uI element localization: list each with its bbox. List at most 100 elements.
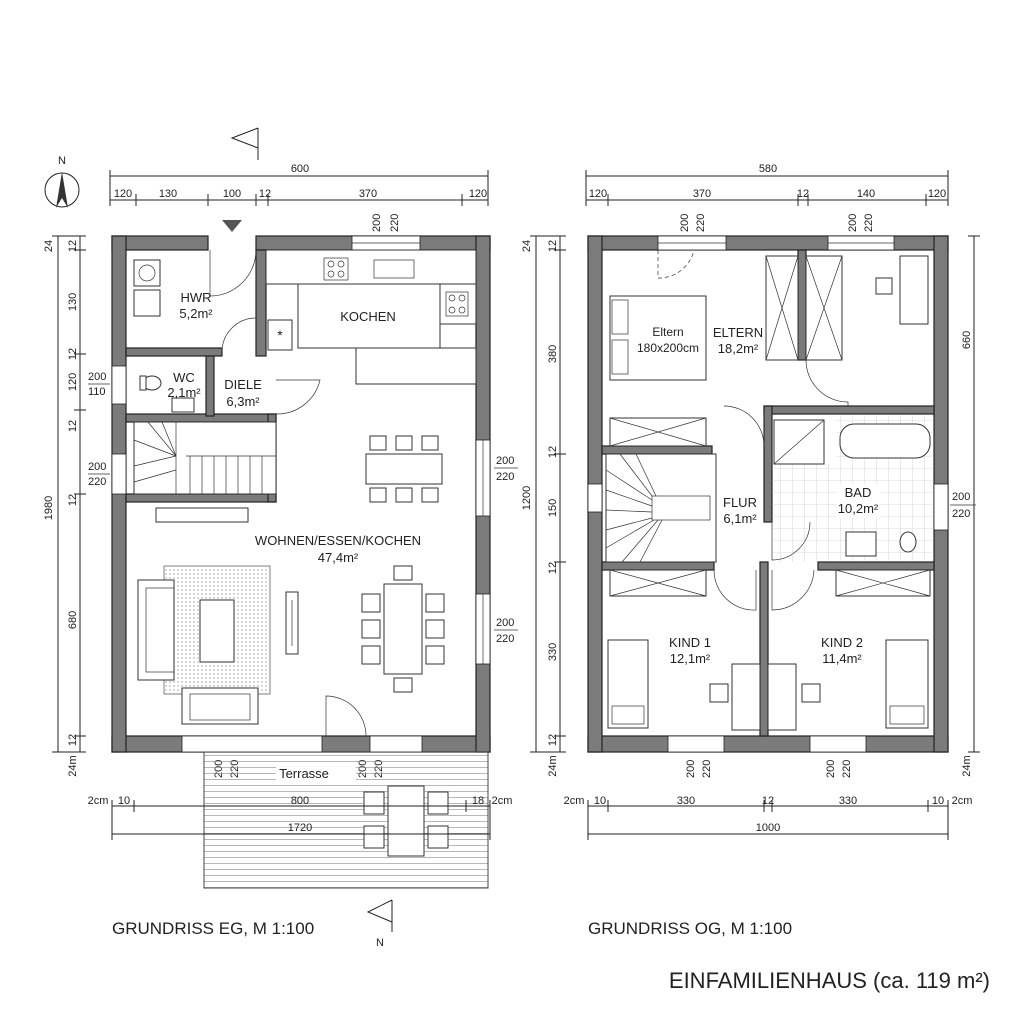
eg-dim: 2cm	[88, 795, 109, 807]
opening-label: 200	[496, 455, 514, 467]
og-dim: 120	[589, 188, 607, 200]
eltern-bed: Eltern 180x200cm	[609, 295, 707, 381]
eg-room-wohnen-name: WOHNEN/ESSEN/KOCHEN	[255, 533, 421, 548]
og-room-eltern-name: ELTERN	[713, 325, 763, 340]
eg-dim: 12	[67, 420, 79, 432]
eg-room-diele-area: 6,3m²	[226, 394, 260, 409]
north-label: N	[376, 937, 384, 949]
og-dim-total: 580	[759, 163, 777, 175]
eg-dim: 12	[67, 240, 79, 252]
opening-label: 220	[701, 760, 713, 778]
entrance-marker-icon	[222, 220, 242, 232]
eg-room-wc-area: 2,1m²	[167, 385, 201, 400]
eg-dim-total: 1980	[43, 496, 55, 520]
opening-label: 200	[952, 491, 970, 503]
opening-label: 200	[496, 617, 514, 629]
eg-dim: 18	[472, 795, 484, 807]
opening-label: 200	[88, 371, 106, 383]
opening-label: 200	[685, 760, 697, 778]
eg-dim-total: 1720	[288, 822, 312, 834]
og-dim: 24m	[961, 755, 973, 776]
og-room-eltern-area: 18,2m²	[718, 341, 759, 356]
og-dims-bottom: 2cm 10 330 12 330 10 2cm 1000	[564, 795, 973, 840]
og-dims-top: 580 120 370 12 140 120	[585, 163, 949, 206]
og-wardrobes	[609, 255, 931, 597]
kind2-furniture	[767, 639, 929, 731]
sideboard	[155, 507, 249, 523]
og-dim: 10	[932, 795, 944, 807]
eg-dim: 130	[159, 188, 177, 200]
bathroom	[772, 414, 934, 562]
eg-dim-total: 600	[291, 163, 309, 175]
og-room-bad-name: BAD	[845, 485, 872, 500]
og-room-kind2-name: KIND 2	[821, 635, 863, 650]
opening-label: 220	[389, 214, 401, 232]
opening-label: 220	[952, 508, 970, 520]
eg-dim: 12	[67, 348, 79, 360]
eg-dim: 12	[67, 494, 79, 506]
eg-dim: 800	[291, 795, 309, 807]
og-dim: 330	[839, 795, 857, 807]
og-room-kind1-name: KIND 1	[669, 635, 711, 650]
og-dim: 24m	[547, 755, 559, 776]
kitchen-counters: *	[265, 249, 477, 385]
og-room-kind2-area: 11,4m²	[822, 651, 862, 666]
og-dim-total: 1200	[521, 486, 533, 510]
og-dim: 12	[547, 562, 559, 574]
og-dim: 12	[797, 188, 809, 200]
eg-dim: 680	[67, 611, 79, 629]
og-dim-total: 1000	[756, 822, 780, 834]
eg-room-wc-name: WC	[173, 370, 195, 385]
eg-dims-left: 24 12 130 12 120 12 12 680 12 24m 1980	[43, 235, 86, 777]
og-dim: 2cm	[952, 795, 973, 807]
og-dim: 120	[928, 188, 946, 200]
og-dim: 380	[547, 345, 559, 363]
eg-dim: 10	[118, 795, 130, 807]
og-dim: 660	[961, 331, 973, 349]
og-dim: 330	[677, 795, 695, 807]
sink-icon	[845, 531, 877, 557]
sink-icon	[171, 397, 195, 413]
eg-dim: 2cm	[492, 795, 513, 807]
opening-label: 220	[863, 214, 875, 232]
section-marker-icon: N	[366, 899, 393, 949]
opening-label: 110	[88, 386, 106, 398]
toilet-icon	[899, 531, 917, 553]
terrace: Terrasse	[203, 751, 489, 889]
opening-label: 200	[88, 461, 106, 473]
north-label: N	[58, 155, 66, 167]
og-plan-title: GRUNDRISS OG, M 1:100	[588, 919, 792, 938]
og-dims-left: 24 12 380 12 150 12 330 12 24m 1200	[521, 235, 566, 777]
opening-label: 220	[496, 633, 514, 645]
bathtub-icon	[839, 423, 931, 459]
og-plan: 580 120 370 12 140 120 24 12 380 12 150 …	[521, 163, 980, 938]
eg-dims-top: 600 120 130 100 12 370 120	[109, 163, 489, 206]
eg-room-kochen-name: KOCHEN	[340, 309, 396, 324]
og-dim: 12	[547, 446, 559, 458]
opening-label: 200	[679, 214, 691, 232]
eg-room-terrasse-name: Terrasse	[279, 766, 329, 781]
og-dim: 330	[547, 643, 559, 661]
eg-dim: 120	[469, 188, 487, 200]
og-dim: 2cm	[564, 795, 585, 807]
eg-room-wohnen-area: 47,4m²	[318, 550, 359, 565]
dryer-icon	[133, 289, 161, 317]
og-dim: 12	[762, 795, 774, 807]
eg-dim: 120	[114, 188, 132, 200]
opening-label: 220	[496, 471, 514, 483]
opening-label: 220	[695, 214, 707, 232]
kind1-furniture	[607, 639, 761, 731]
washer-icon	[133, 259, 161, 287]
drawing-title: EINFAMILIENHAUS (ca. 119 m²)	[669, 968, 990, 993]
eg-dim: 12	[259, 188, 271, 200]
og-dim: 10	[594, 795, 606, 807]
north-arrow-icon: N	[44, 155, 80, 208]
dining-table-lower	[361, 565, 445, 693]
eg-dim: 120	[67, 373, 79, 391]
eg-dim: 24	[43, 240, 55, 252]
eg-dim: 24m	[67, 755, 79, 776]
chair	[875, 277, 893, 295]
og-dim: 12	[547, 240, 559, 252]
section-marker-icon	[230, 127, 259, 160]
